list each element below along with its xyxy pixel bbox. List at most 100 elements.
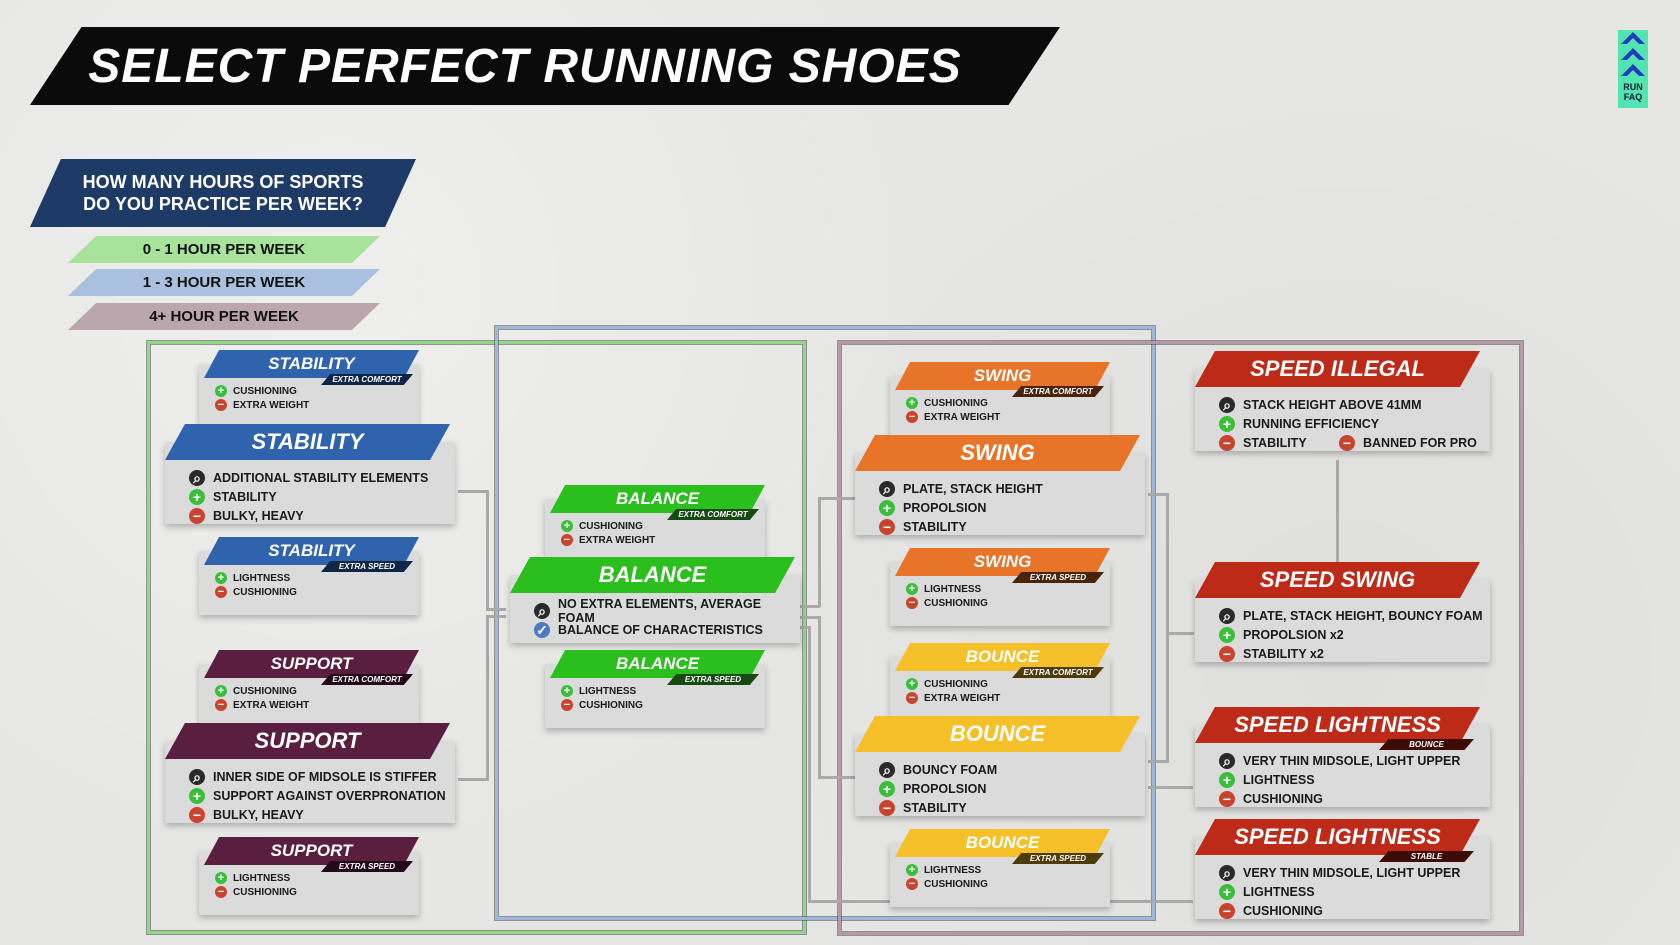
speed-lightness-bounce-card-title: SPEED LIGHTNESS: [1195, 707, 1480, 743]
plus-icon: +: [1219, 883, 1235, 900]
minus-icon: −: [906, 411, 918, 423]
search-icon: ⌕: [189, 469, 205, 486]
feature-row: −BULKY, HEAVY: [189, 805, 455, 824]
balance-comfort-card-features: + CUSHIONING−EXTRA WEIGHT: [561, 519, 765, 547]
bounce-speed-card-features: +LIGHTNESS−CUSHIONING: [906, 863, 1110, 891]
swing-main-card-title: SWING: [855, 435, 1140, 471]
feature-text: CUSHIONING: [924, 678, 988, 690]
feature-text: CUSHIONING: [924, 878, 988, 890]
feature-text: PLATE, STACK HEIGHT: [903, 481, 1043, 496]
stability-main-card-features: ⌕ADDITIONAL STABILITY ELEMENTS+STABILITY…: [189, 468, 455, 525]
minus-icon: −: [1219, 434, 1235, 451]
speed-lightness-stable-card-tag: STABLE: [1379, 851, 1474, 862]
plus-icon: +: [215, 872, 227, 884]
minus-icon: −: [906, 878, 918, 890]
feature-text: BANNED FOR PRO: [1363, 435, 1477, 450]
feature-row: + LIGHTNESS: [561, 684, 765, 698]
support-speed-card-title: SUPPORT: [204, 837, 419, 865]
feature-text: BOUNCY FOAM: [903, 762, 998, 777]
plus-icon: +: [561, 685, 573, 697]
feature-text: CUSHIONING: [579, 520, 643, 532]
plus-icon: +: [561, 520, 573, 532]
feature-text: ADDITIONAL STABILITY ELEMENTS: [213, 470, 429, 485]
bounce-comfort-card-tag: EXTRA COMFORT: [1012, 667, 1104, 678]
stability-comfort-card-title: STABILITY: [204, 350, 419, 378]
question-line-1: HOW MANY HOURS OF SPORTS: [82, 172, 364, 192]
feature-text: BULKY, HEAVY: [213, 807, 304, 822]
speed-lightness-bounce-card-features: ⌕VERY THIN MIDSOLE, LIGHT UPPER+LIGHTNES…: [1219, 751, 1490, 808]
feature-row: −EXTRA WEIGHT: [906, 410, 1110, 424]
feature-row: + PROPOLSION x2: [1219, 625, 1490, 644]
bounce-speed-card-tag: EXTRA SPEED: [1012, 853, 1104, 864]
legend-4-plus-hour: 4+ HOUR PER WEEK: [68, 303, 380, 330]
feature-text: EXTRA WEIGHT: [579, 534, 656, 546]
feature-row: +PROPOLSION: [879, 779, 1145, 798]
support-main-card-features: ⌕INNER SIDE OF MIDSOLE IS STIFFER+SUPPOR…: [189, 767, 455, 824]
frame-1-3-hour: [495, 326, 1155, 920]
stability-speed-card-tag: EXTRA SPEED: [321, 561, 413, 572]
swing-speed-card-title: SWING: [895, 548, 1110, 576]
plus-icon: +: [879, 780, 895, 797]
logo-text-run: RUN: [1623, 82, 1643, 92]
page-title: SELECT PERFECT RUNNING SHOES: [88, 39, 962, 93]
speed-illegal-card-title: SPEED ILLEGAL: [1195, 351, 1480, 387]
feature-text: PLATE, STACK HEIGHT, BOUNCY FOAM: [1243, 608, 1483, 623]
feature-row: ✓BALANCE OF CHARACTERISTICS: [534, 620, 800, 639]
speed-lightness-stable-card-title: SPEED LIGHTNESS: [1195, 819, 1480, 855]
balance-speed-card-title: BALANCE: [550, 650, 765, 678]
feature-row: +LIGHTNESS: [906, 582, 1110, 596]
feature-text: PROPOLSION: [903, 500, 987, 515]
page-title-banner: SELECT PERFECT RUNNING SHOES: [30, 27, 1060, 105]
feature-row: ⌕ PLATE, STACK HEIGHT: [879, 479, 1145, 498]
swing-comfort-card-tag: EXTRA COMFORT: [1012, 386, 1104, 397]
minus-icon: −: [215, 699, 227, 711]
feature-text: EXTRA WEIGHT: [924, 411, 1001, 423]
feature-row: ⌕VERY THIN MIDSOLE, LIGHT UPPER: [1219, 863, 1490, 882]
feature-text: STABILITY: [903, 800, 967, 815]
minus-icon: −: [1219, 790, 1235, 807]
minus-icon: −: [1219, 902, 1235, 919]
speed-lightness-stable-card-features: ⌕VERY THIN MIDSOLE, LIGHT UPPER+ LIGHTNES…: [1219, 863, 1490, 920]
feature-text: STABILITY: [1243, 435, 1307, 450]
feature-text: CUSHIONING: [924, 397, 988, 409]
plus-icon: +: [215, 572, 227, 584]
plus-icon: +: [1219, 771, 1235, 788]
feature-row: + CUSHIONING: [561, 519, 765, 533]
feature-row: +LIGHTNESS: [906, 863, 1110, 877]
bounce-speed-card-title: BOUNCE: [895, 829, 1110, 857]
feature-row: −STABILITY: [879, 517, 1145, 536]
stability-comfort-card-tag: EXTRA COMFORT: [321, 374, 413, 385]
plus-icon: +: [879, 499, 895, 516]
feature-text: SUPPORT AGAINST OVERPRONATION: [213, 788, 446, 803]
search-icon: ⌕: [1219, 396, 1235, 413]
support-speed-card-tag: EXTRA SPEED: [321, 861, 413, 872]
feature-text: PROPOLSION x2: [1243, 627, 1344, 642]
feature-text: CUSHIONING: [579, 699, 643, 711]
feature-row: −STABILITY x2: [1219, 644, 1490, 663]
support-comfort-card-title: SUPPORT: [204, 650, 419, 678]
support-main-card-title: SUPPORT: [165, 723, 450, 759]
bounce-main-card-features: ⌕BOUNCY FOAM+PROPOLSION−STABILITY: [879, 760, 1145, 817]
search-icon: ⌕: [879, 480, 895, 497]
feature-text: EXTRA WEIGHT: [233, 699, 310, 711]
feature-row: −CUSHIONING: [1219, 789, 1490, 808]
feature-row: +LIGHTNESS: [215, 571, 419, 585]
frame-4-plus-hour: [838, 341, 1523, 935]
feature-row: −CUSHIONING: [215, 585, 419, 599]
plus-icon: +: [906, 397, 918, 409]
plus-icon: +: [1219, 415, 1235, 432]
feature-row: −CUSHIONING: [1219, 901, 1490, 920]
feature-text: LIGHTNESS: [1243, 884, 1315, 899]
plus-icon: +: [1219, 626, 1235, 643]
swing-speed-card-features: +LIGHTNESS−CUSHIONING: [906, 582, 1110, 610]
minus-icon: −: [561, 534, 573, 546]
feature-row: −EXTRA WEIGHT: [561, 533, 765, 547]
feature-row: ⌕STACK HEIGHT ABOVE 41MM: [1219, 395, 1490, 414]
feature-text: LIGHTNESS: [579, 685, 637, 697]
plus-icon: +: [906, 583, 918, 595]
check-icon: ✓: [534, 621, 550, 638]
feature-text: STABILITY x2: [1243, 646, 1324, 661]
search-icon: ⌕: [1219, 607, 1235, 624]
feature-row: −CUSHIONING: [561, 698, 765, 712]
